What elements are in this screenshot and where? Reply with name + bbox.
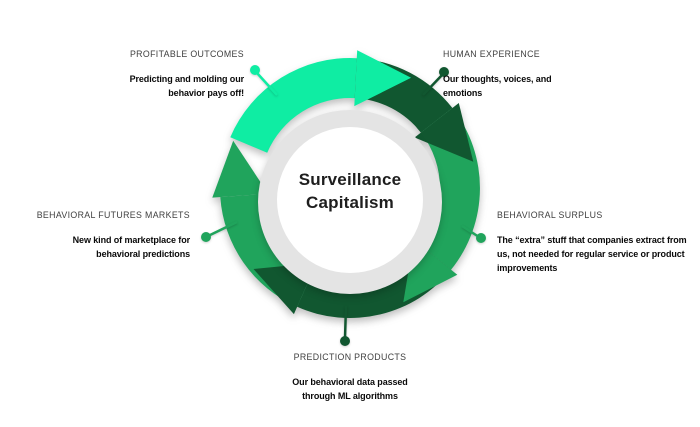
node-desc-line: improvements bbox=[497, 263, 558, 273]
node-desc-line: behavior pays off! bbox=[168, 88, 244, 98]
node-desc-line: The “extra” stuff that companies extract… bbox=[497, 235, 687, 245]
connector-line-human-experience bbox=[422, 73, 444, 96]
diagram-title-line1: Surveillance bbox=[298, 170, 402, 189]
connector-dot-behavioral-futures-markets bbox=[201, 232, 211, 242]
connector-line-profitable-outcomes bbox=[256, 72, 278, 96]
node-desc-line: through ML algorithms bbox=[302, 391, 398, 401]
node-label-profitable-outcomes: PROFITABLE OUTCOMES bbox=[129, 49, 244, 59]
inner-discs bbox=[258, 110, 442, 294]
arrowhead-left-icon bbox=[212, 140, 269, 198]
diagram-title-line2: Capitalism bbox=[306, 193, 394, 212]
diagram-title: Surveillance Capitalism bbox=[250, 168, 450, 214]
node-label-prediction-products: PREDICTION PRODUCTS bbox=[293, 352, 407, 362]
arrowhead-right-icon bbox=[414, 103, 474, 162]
node-desc-line: Our thoughts, voices, and bbox=[443, 74, 552, 84]
node-behavioral-futures-markets: BEHAVIORAL FUTURES MARKETS New kind of m… bbox=[37, 210, 190, 261]
connector-line-behavioral-surplus bbox=[461, 224, 480, 239]
connector-dot-profitable-outcomes bbox=[250, 65, 260, 75]
node-behavioral-surplus: BEHAVIORAL SURPLUS The “extra” stuff tha… bbox=[497, 210, 687, 275]
node-desc-line: New kind of marketplace for bbox=[72, 235, 190, 245]
node-desc-line: Our behavioral data passed bbox=[292, 377, 408, 387]
node-label-behavioral-futures-markets: BEHAVIORAL FUTURES MARKETS bbox=[36, 210, 190, 220]
connector-dot-behavioral-surplus bbox=[476, 233, 486, 243]
center-circle bbox=[277, 127, 423, 273]
node-desc-line: Predicting and molding our bbox=[129, 74, 245, 84]
node-prediction-products: PREDICTION PRODUCTS Our behavioral data … bbox=[250, 352, 450, 403]
node-label-behavioral-surplus: BEHAVIORAL SURPLUS bbox=[497, 210, 603, 220]
connector-line-prediction-products bbox=[343, 305, 348, 339]
arrowhead-top-icon bbox=[354, 50, 412, 107]
node-desc-line: emotions bbox=[443, 88, 483, 98]
node-human-experience: HUMAN EXPERIENCE Our thoughts, voices, a… bbox=[443, 49, 552, 100]
connector-line-behavioral-futures-markets bbox=[207, 220, 238, 238]
connectors bbox=[201, 65, 486, 346]
node-profitable-outcomes: PROFITABLE OUTCOMES Predicting and moldi… bbox=[129, 49, 245, 100]
segment-profitable-outcomes bbox=[230, 58, 357, 153]
node-desc-line: us, not needed for regular service or pr… bbox=[497, 249, 685, 259]
connector-dot-prediction-products bbox=[340, 336, 350, 346]
connector-dot-human-experience bbox=[439, 67, 449, 77]
node-label-human-experience: HUMAN EXPERIENCE bbox=[443, 49, 541, 59]
node-desc-line: behavioral predictions bbox=[96, 249, 190, 259]
